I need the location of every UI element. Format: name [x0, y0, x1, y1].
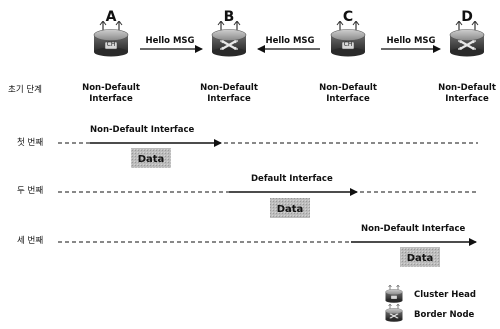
cluster-head-icon	[93, 21, 129, 57]
data-packet	[400, 247, 440, 267]
hello-msg-c-to-b: Hello MSG	[257, 36, 320, 53]
hello-msg-c-to-d: Hello MSG	[381, 36, 441, 53]
interface-label: Non-Default Interface	[361, 224, 465, 234]
node-a-letter: A	[106, 9, 117, 25]
data-packet-label: Data	[407, 253, 434, 264]
data-packet-label: Data	[138, 154, 165, 165]
node-b-letter: B	[224, 9, 235, 25]
border-node-icon	[210, 21, 248, 57]
stage-third-timeline: Non-Default Interface Data	[58, 224, 477, 267]
data-packet-label: Data	[277, 204, 304, 215]
hello-msg-label: Hello MSG	[386, 36, 435, 46]
node-d-letter: D	[461, 9, 473, 25]
node-d: D Non-Default Interface	[438, 9, 496, 104]
border-node-icon	[384, 304, 404, 322]
stage-second-timeline: Default Interface Data	[58, 174, 478, 218]
node-c-interface-line1: Non-Default	[319, 83, 377, 93]
node-a-interface-line2: Interface	[89, 94, 133, 104]
legend: Cluster Head Border Node	[384, 285, 476, 322]
node-c: C CH Non-Default Interface	[319, 9, 377, 104]
node-b-interface-line1: Non-Default	[200, 83, 258, 93]
hello-msg-label: Hello MSG	[265, 36, 314, 46]
node-c-letter: C	[343, 9, 353, 25]
node-a: A CH Non-Default Interface	[82, 9, 140, 104]
stage-first-timeline: Non-Default Interface Data	[58, 125, 478, 168]
stage-label-first: 첫 번째	[17, 138, 43, 148]
node-c-chip-label: CH	[344, 41, 353, 48]
data-packet	[270, 198, 310, 218]
border-node-icon	[448, 21, 486, 57]
node-b: B Non-Default Interface	[200, 9, 258, 104]
legend-label-cluster-head: Cluster Head	[414, 290, 476, 300]
stage-label-initial: 초기 단계	[8, 84, 42, 95]
interface-label: Non-Default Interface	[90, 125, 194, 135]
stage-label-second: 두 번째	[17, 186, 43, 196]
cluster-head-icon	[330, 21, 366, 57]
interface-label: Default Interface	[251, 174, 333, 184]
node-d-interface-line2: Interface	[445, 94, 489, 104]
legend-label-border-node: Border Node	[414, 310, 475, 320]
data-packet	[131, 148, 171, 168]
node-d-interface-line1: Non-Default	[438, 83, 496, 93]
hello-msg-label: Hello MSG	[145, 36, 194, 46]
node-a-chip-label: CH	[107, 41, 116, 48]
node-a-interface-line1: Non-Default	[82, 83, 140, 93]
cluster-head-icon	[385, 285, 403, 303]
node-c-interface-line2: Interface	[326, 94, 370, 104]
hello-msg-a-to-b: Hello MSG	[140, 36, 203, 53]
stage-label-third: 세 번째	[17, 236, 43, 246]
node-b-interface-line2: Interface	[207, 94, 251, 104]
